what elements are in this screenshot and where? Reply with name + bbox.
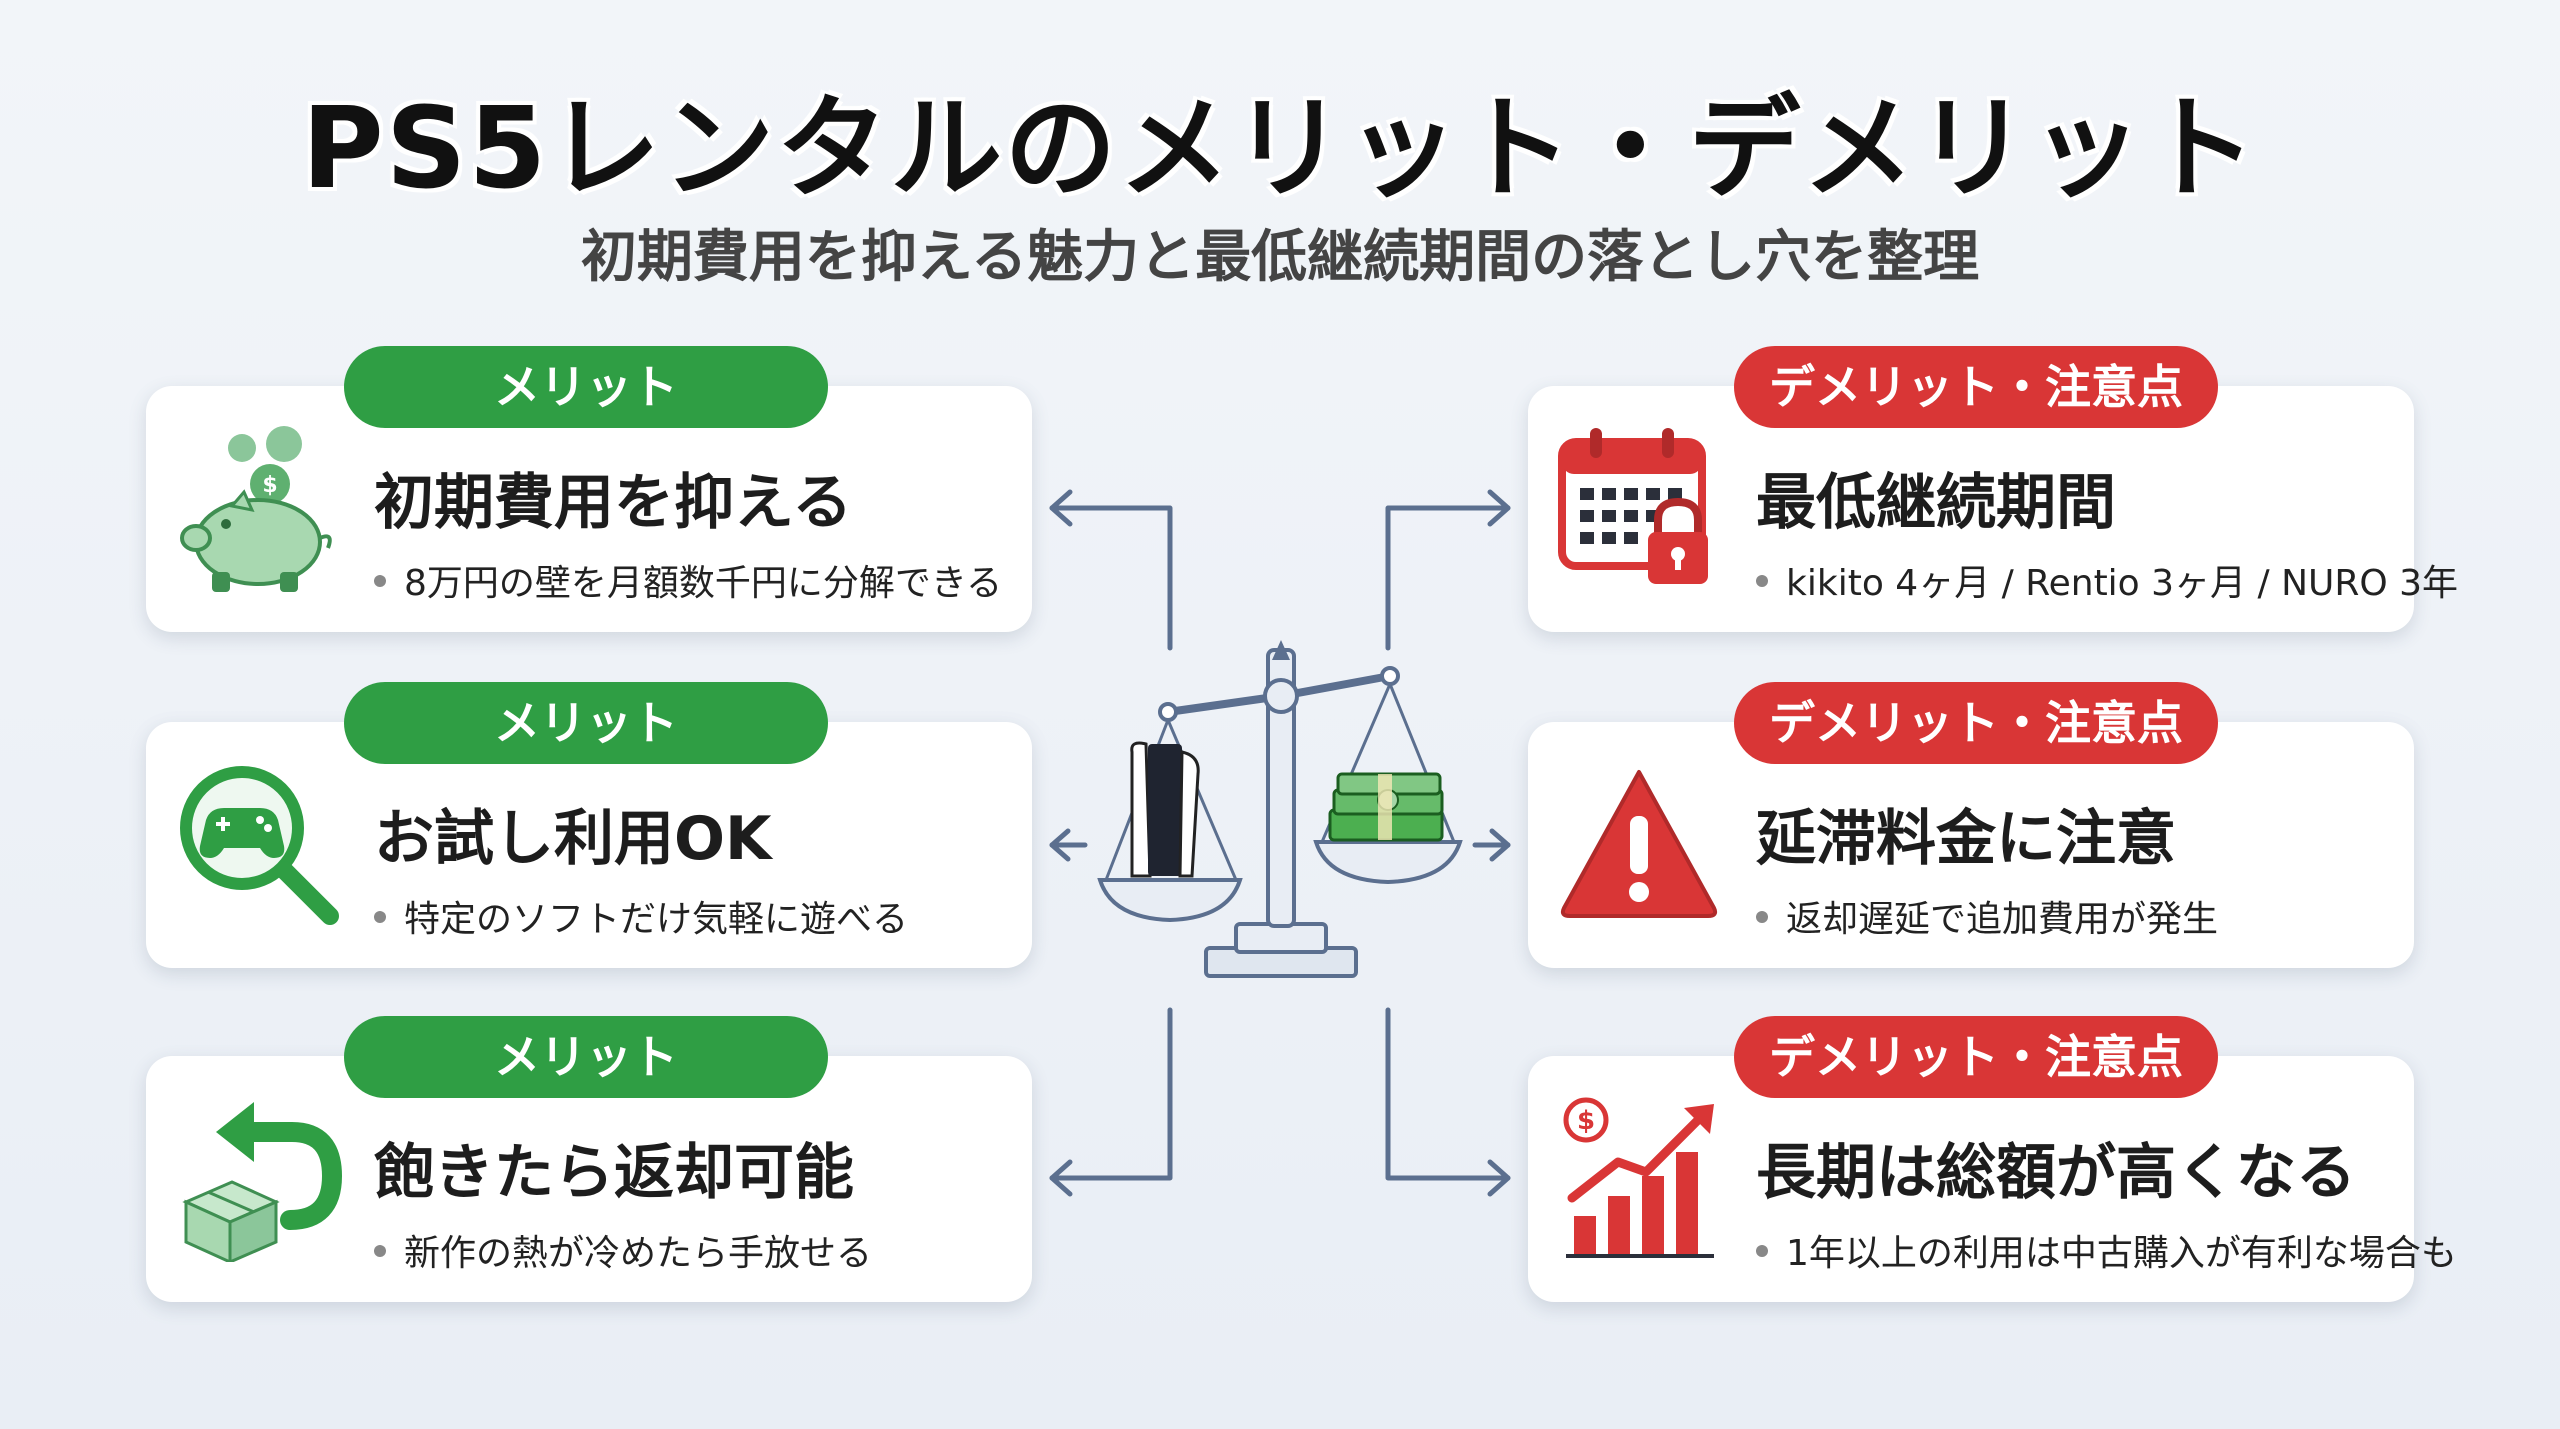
arrow-head-merit-2 (1049, 828, 1071, 862)
demerit-bullet-text-2: 返却遅延で追加費用が発生 (1786, 899, 2219, 940)
calendar-lock-icon (1558, 428, 1708, 584)
merit-bullet-text-3: 新作の熱が冷めたら手放せる (404, 1233, 873, 1274)
demerit-badge-3: デメリット・注意点 (1734, 1016, 2218, 1098)
merit-badge-2: メリット (344, 682, 828, 764)
money-stack-icon (1328, 772, 1444, 842)
demerit-title-3: 長期は総額が高くなる (1756, 1138, 2356, 1208)
merit-bullet-2: 特定のソフトだけ気軽に遊べる (374, 890, 908, 942)
demerit-bullet-3: 1年以上の利用は中古購入が有利な場合も (1756, 1224, 2457, 1276)
demerit-card-1: 最低継続期間 kikito 4ヶ月 / Rentio 3ヶ月 / NURO 3年 (1528, 386, 2458, 632)
merit-title-1: 初期費用を抑える (374, 468, 853, 538)
connector-merit-3 (1049, 1007, 1173, 1181)
demerit-badge-1: デメリット・注意点 (1734, 346, 2218, 428)
page-title: PS5レンタルのメリット・デメリット (301, 84, 2259, 214)
demerit-badge-2: デメリット・注意点 (1734, 682, 2218, 764)
warning-icon (1560, 770, 1718, 918)
merit-badge-1: メリット (344, 346, 828, 428)
return-box-icon (182, 1102, 342, 1262)
merit-bullet-1: 8万円の壁を月額数千円に分解できる (374, 554, 1002, 606)
merit-badge-3: メリット (344, 1016, 828, 1098)
arrow-head-demerit-1 (1487, 489, 1511, 527)
connector-demerit-1 (1385, 505, 1511, 651)
arrow-head-merit-1 (1049, 489, 1073, 527)
rising-cost-chart-icon: $ (1563, 1097, 1714, 1258)
connector-demerit-3 (1385, 1007, 1511, 1181)
demerit-card-3: $ 長期は総額が高くなる 1年以上の利用は中古購入が有利な場合も (1528, 1056, 2457, 1302)
merit-bullet-text-2: 特定のソフトだけ気軽に遊べる (404, 899, 909, 940)
piggy-bank-icon: $ (180, 426, 332, 592)
merit-title-2: お試し利用OK (374, 804, 772, 874)
bullet-dot (1756, 575, 1768, 587)
balance-scale-icon (1097, 640, 1463, 978)
bullet-dot (374, 1245, 386, 1257)
bullet-dot (374, 575, 386, 587)
svg-text:$: $ (1577, 1106, 1595, 1136)
bullet-dot (374, 911, 386, 923)
arrow-head-merit-3 (1049, 1159, 1073, 1197)
svg-text:$: $ (262, 473, 277, 498)
bullet-dot (1756, 1245, 1768, 1257)
merit-title-3: 飽きたら返却可能 (374, 1138, 854, 1208)
demerit-bullet-text-3: 1年以上の利用は中古購入が有利な場合も (1786, 1233, 2457, 1274)
demerit-title-1: 最低継続期間 (1756, 468, 2116, 538)
merit-bullet-3: 新作の熱が冷めたら手放せる (374, 1224, 872, 1276)
ps5-console-icon (1130, 741, 1200, 878)
page-subtitle: 初期費用を抑える魅力と最低継続期間の落とし穴を整理 (580, 225, 1980, 290)
demerit-title-2: 延滞料金に注意 (1756, 804, 2176, 874)
arrow-head-demerit-3 (1487, 1159, 1511, 1197)
connector-merit-1 (1049, 505, 1173, 651)
bullet-dot (1756, 911, 1768, 923)
game-controller-magnifier-icon (180, 766, 339, 925)
arrow-head-demerit-2 (1489, 828, 1511, 862)
demerit-card-2: 延滞料金に注意 返却遅延で追加費用が発生 (1528, 722, 2414, 968)
demerit-bullet-2: 返却遅延で追加費用が発生 (1756, 890, 2218, 942)
merit-bullet-text-1: 8万円の壁を月額数千円に分解できる (404, 563, 1003, 604)
demerit-bullet-1: kikito 4ヶ月 / Rentio 3ヶ月 / NURO 3年 (1756, 554, 2458, 606)
demerit-bullet-text-1: kikito 4ヶ月 / Rentio 3ヶ月 / NURO 3年 (1786, 563, 2459, 604)
merit-card-3: 飽きたら返却可能 新作の熱が冷めたら手放せる (146, 1056, 1032, 1302)
